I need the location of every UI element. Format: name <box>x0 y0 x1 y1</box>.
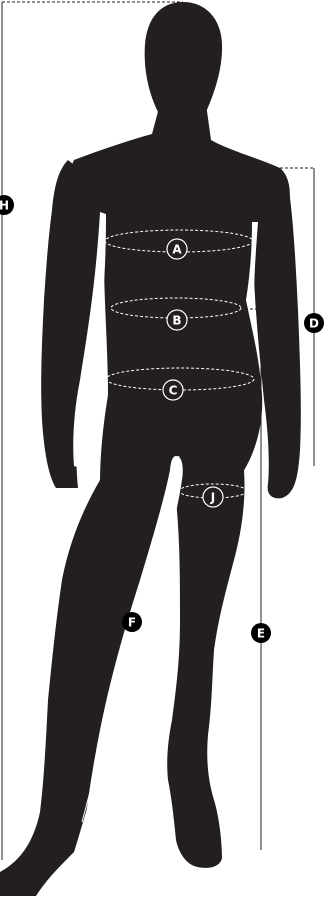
badge-e-label: E <box>257 627 265 641</box>
badge-b: B <box>167 310 187 330</box>
right-arm-shape <box>253 177 301 499</box>
badge-c: C <box>163 380 183 400</box>
badge-a-label: A <box>172 243 182 257</box>
badge-h-label: H <box>0 199 9 213</box>
badge-d: D <box>304 313 324 333</box>
badge-h: H <box>0 195 14 215</box>
badge-f-label: F <box>128 616 136 630</box>
badge-j: J <box>203 487 223 507</box>
badge-f: F <box>122 612 142 632</box>
body-silhouette <box>0 2 301 896</box>
badge-c-label: C <box>169 384 178 398</box>
badge-a: A <box>167 239 187 259</box>
badge-j-label: J <box>210 491 215 505</box>
head-shape <box>145 2 222 112</box>
badge-d-label: D <box>309 317 319 331</box>
badge-e: E <box>251 623 271 643</box>
right-leg-shape <box>167 462 244 868</box>
badge-b-label: B <box>172 314 181 328</box>
